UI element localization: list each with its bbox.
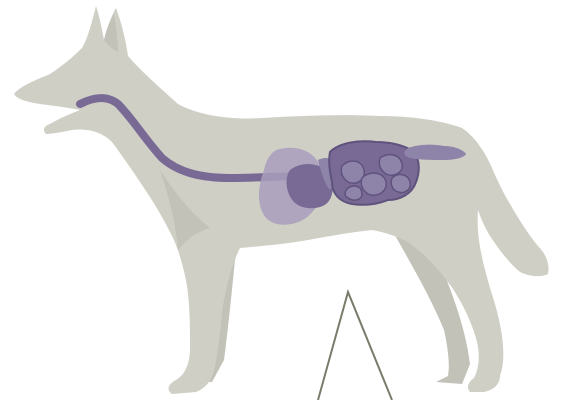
intestine-loop-2 <box>361 173 386 195</box>
intestine-loop-3 <box>379 155 402 176</box>
intestine-loop-5 <box>345 186 362 200</box>
pointer-lines <box>318 292 392 400</box>
intestine-loop-4 <box>391 175 410 193</box>
